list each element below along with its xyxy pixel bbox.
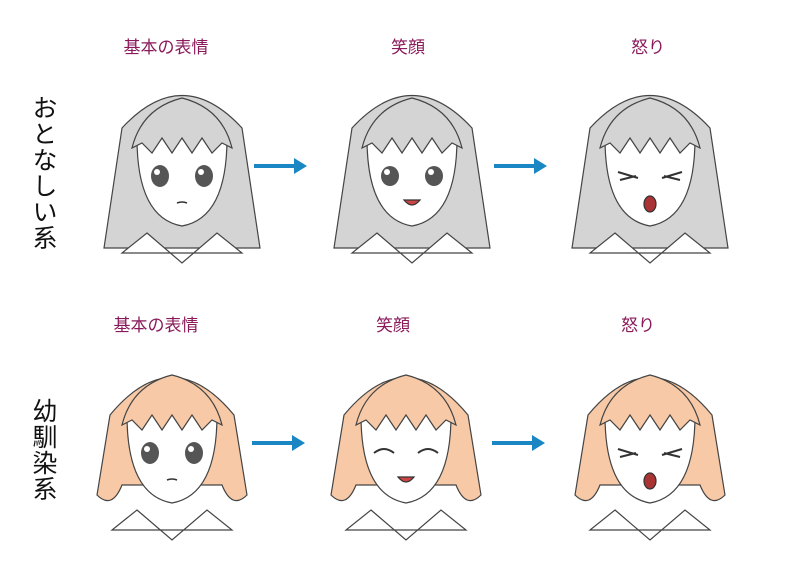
anime-girl-illustration — [574, 374, 726, 541]
arrow-right-icon — [252, 435, 305, 451]
anime-girl-illustration — [333, 95, 491, 264]
character-illustration — [82, 345, 262, 545]
arrow-right-icon — [494, 158, 547, 174]
category-label: 幼馴染系 — [29, 398, 58, 502]
arrow-right-icon — [492, 435, 545, 451]
expression-label-angry: 怒り — [621, 316, 655, 336]
character-illustration — [560, 345, 740, 545]
character-illustration — [560, 68, 740, 268]
category-label: おとなしい系 — [29, 95, 58, 251]
anime-girl-illustration — [330, 374, 482, 541]
arrow-right-icon — [254, 158, 307, 174]
character-illustration — [316, 345, 496, 545]
character-illustration — [322, 68, 502, 268]
character-illustration — [92, 68, 272, 268]
expression-label-angry: 怒り — [631, 38, 665, 58]
anime-girl-illustration — [96, 374, 248, 541]
expression-label-smile: 笑顔 — [391, 38, 425, 58]
expression-label-neutral: 基本の表情 — [123, 38, 209, 58]
expression-label-smile: 笑顔 — [376, 316, 410, 336]
anime-girl-illustration — [103, 95, 261, 264]
anime-girl-illustration — [571, 95, 729, 264]
expression-label-neutral: 基本の表情 — [113, 316, 199, 336]
